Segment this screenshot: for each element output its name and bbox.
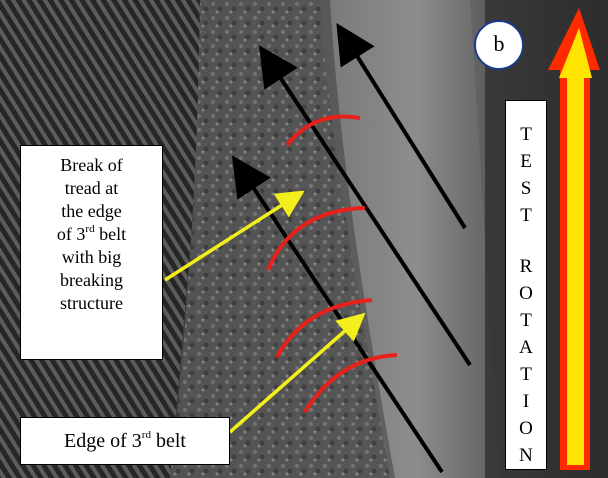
edge-of-belt-label: Edge of 3rd belt <box>20 417 230 465</box>
break-label-line-4-b: belt <box>94 224 127 244</box>
break-label-line-1: Break of <box>60 155 123 175</box>
edge-callout-arrow <box>228 312 366 434</box>
break-callout-arrow <box>164 190 305 282</box>
direction-arrow-3 <box>231 155 444 474</box>
break-label-line-5: with big <box>61 247 122 267</box>
edge-label-prefix: Edge of 3 <box>64 430 142 452</box>
crack-arc-2 <box>266 206 366 271</box>
crack-arc-3 <box>275 298 373 358</box>
break-label-line-4: of 3rd belt <box>21 223 162 246</box>
edge-label-suffix: belt <box>150 430 186 452</box>
break-label-line-7: structure <box>60 293 123 313</box>
word1-letter-0: T <box>520 124 532 145</box>
break-label-line-6: breaking <box>60 270 123 290</box>
word2-letter-4: T <box>520 364 532 385</box>
word2-letter-5: I <box>522 391 530 412</box>
panel-label-badge: b <box>474 20 524 70</box>
word2-letter-2: T <box>520 310 532 331</box>
word2-letter-3: A <box>519 337 533 358</box>
word2-letter-1: O <box>519 283 533 304</box>
crack-arc-4 <box>303 353 398 414</box>
break-of-tread-label: Break of tread at the edge of 3rd belt w… <box>20 145 163 360</box>
break-label-line-3: the edge <box>61 201 122 221</box>
word1-letter-3: T <box>520 205 532 226</box>
crack-arc-1 <box>285 114 361 147</box>
rotation-arrow-core <box>559 28 592 465</box>
edge-label-superscript: rd <box>141 429 151 442</box>
word2-letter-6: O <box>519 418 533 439</box>
panel-label: b <box>493 31 505 56</box>
word1-letter-1: E <box>520 151 532 172</box>
word2-letter-7: N <box>519 445 533 466</box>
direction-arrow-1 <box>336 23 467 230</box>
break-label-line-4-a: of 3 <box>56 224 86 244</box>
word1-letter-2: S <box>520 178 532 199</box>
direction-arrow-2 <box>258 45 472 367</box>
break-label-line-4-sup: rd <box>85 223 95 235</box>
break-label-line-2: tread at <box>64 178 119 198</box>
word2-letter-0: R <box>519 256 533 277</box>
